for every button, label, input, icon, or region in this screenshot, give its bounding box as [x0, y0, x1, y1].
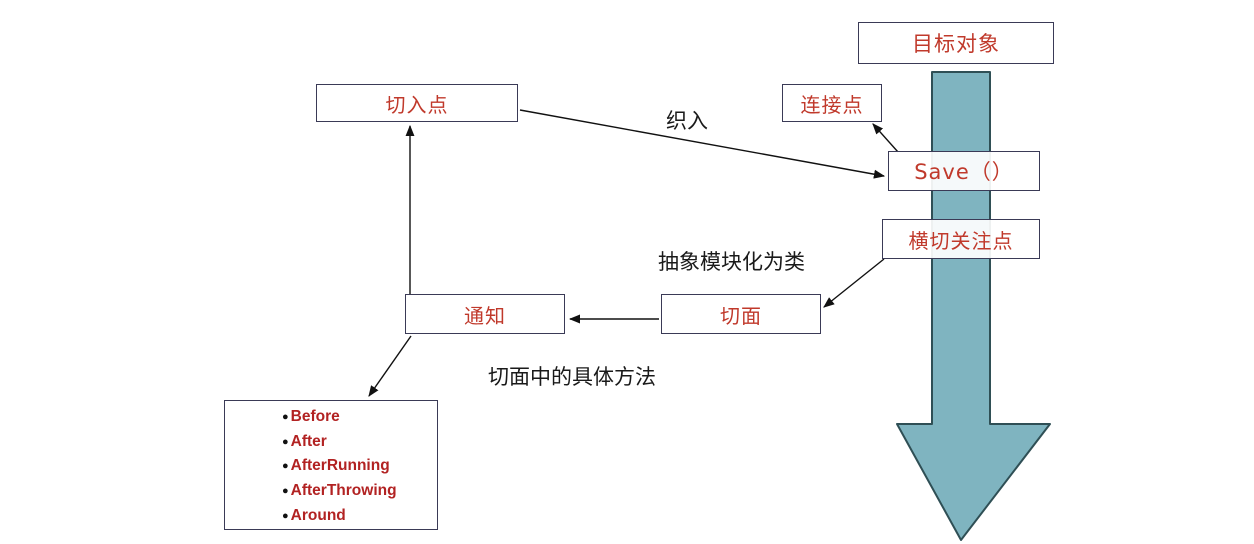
aspect-box: 切面: [661, 294, 821, 334]
advice-box: 通知: [405, 294, 565, 334]
bullet-icon: ●: [282, 435, 289, 448]
target-flow-arrow: [896, 71, 1051, 541]
edge-advice-to-list: [368, 335, 412, 397]
edge-concern-to-aspect: [823, 258, 885, 308]
list-item: ●AfterThrowing: [282, 479, 437, 504]
advice-type-label: Around: [290, 506, 346, 524]
bullet-icon: ●: [282, 485, 289, 498]
advice-type-label: AfterThrowing: [290, 482, 397, 500]
save-method-box: Save（）: [888, 151, 1040, 191]
edge-pointcut-to-save: [519, 109, 886, 179]
pointcut-box: 切入点: [316, 84, 518, 122]
edge-save-to-joinpoint: [872, 123, 899, 153]
target-object-box: 目标对象: [858, 22, 1054, 64]
weave-label: 织入: [666, 109, 708, 133]
advice-types-list: ●Before ●After ●AfterRunning ●AfterThrow…: [224, 400, 438, 530]
crosscutting-concern-box: 横切关注点: [882, 219, 1040, 259]
bullet-icon: ●: [282, 460, 289, 473]
advice-type-label: AfterRunning: [290, 457, 390, 475]
bullet-icon: ●: [282, 509, 289, 522]
advice-type-label: Before: [290, 408, 340, 426]
list-item: ●AfterRunning: [282, 454, 437, 479]
list-item: ●Before: [282, 405, 437, 430]
list-item: ●After: [282, 430, 437, 455]
aspect-methods-label: 切面中的具体方法: [488, 365, 656, 389]
list-item: ●Around: [282, 503, 437, 528]
modularize-label: 抽象模块化为类: [658, 250, 805, 274]
bullet-icon: ●: [282, 411, 289, 424]
join-point-box: 连接点: [782, 84, 882, 122]
advice-type-label: After: [290, 432, 327, 450]
